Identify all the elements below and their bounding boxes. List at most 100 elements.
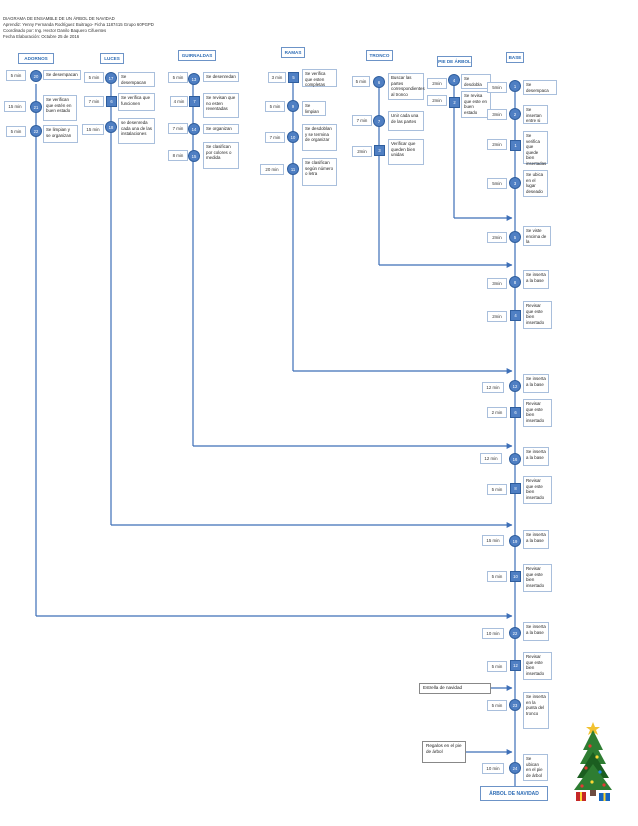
step-time: 2min (427, 78, 447, 89)
step-time: 7 min (84, 96, 104, 107)
step-task: Revisar que este bien insertado (523, 399, 552, 427)
step-task: Se inserta a la base (523, 530, 549, 549)
step-task: Se inserta a la base (523, 447, 549, 466)
column-title-adornos: ADORNOS (18, 53, 54, 64)
step-time: 5 min (6, 70, 26, 81)
step-time: 2 min (487, 407, 507, 418)
operation-node: 11 (287, 163, 299, 175)
operation-node: 15 (188, 150, 200, 162)
operation-node: 6 (373, 76, 385, 88)
operation-node: 10 (287, 131, 299, 143)
step-time: 7 min (168, 123, 188, 134)
step-time: 15 min (482, 535, 504, 546)
operation-node: 13 (188, 73, 200, 85)
header-title: DIAGRAMA DE ENSAMBLE DE UN ÁRBOL DE NAVI… (3, 16, 115, 21)
step-task: Se clasifican según número o letra (302, 158, 337, 186)
step-time: 5min (487, 82, 507, 93)
step-task: Se desempaca (523, 80, 557, 96)
column-title-luces: LUCES (100, 53, 124, 64)
operation-node: 12 (509, 380, 521, 392)
operation-node: 9 (287, 100, 299, 112)
step-task: Se clasifican por colores o medida (203, 142, 239, 169)
step-time: 7 min (265, 132, 285, 143)
inspection-node: 8 (510, 483, 521, 494)
inspection-node: 4 (510, 310, 521, 321)
step-time: 10 min (482, 628, 504, 639)
inspection-node: 5 (288, 72, 299, 83)
operation-node: 4 (448, 74, 460, 86)
step-time: 2min (427, 95, 447, 106)
step-time: 5min (487, 178, 507, 189)
step-time: 5 min (487, 484, 507, 495)
step-time: 2min (487, 232, 507, 243)
step-task: Se ubican en el pie de árbol (523, 754, 548, 781)
step-task: Se limpian y se organizan (43, 125, 78, 143)
step-task: se desenreda cada una de las instalacion… (118, 118, 155, 144)
step-task: Se desdoblan y se termina de organizar (302, 124, 337, 151)
step-time: 5 min (487, 571, 507, 582)
step-time: 3min (487, 278, 507, 289)
step-task: Se desenredan (203, 72, 239, 82)
step-time: 2min (487, 139, 507, 150)
step-time: 15 min (4, 101, 26, 112)
step-task: Verificar que queden bien unidas (388, 139, 424, 165)
step-task: Buscar las partes correspondientes al tr… (388, 73, 425, 100)
step-task: Se revisa que este en buen estado (461, 91, 491, 118)
step-time: 15 min (82, 124, 104, 135)
step-time: 5 min (84, 72, 104, 83)
operation-node: 2 (509, 108, 521, 120)
operation-node: 24 (509, 762, 521, 774)
step-time: 5 min (265, 101, 285, 112)
step-task: Se verifica que esten completas (302, 69, 337, 87)
operation-node: 5 (509, 231, 521, 243)
step-time: 5 min (352, 76, 370, 87)
inspection-node: 12 (510, 660, 521, 671)
column-title-tronco: TRONCO (366, 50, 393, 61)
step-task: Se insertan entre si (523, 105, 548, 124)
inspection-node: 7 (189, 96, 200, 107)
operation-node: 1 (509, 80, 521, 92)
operation-node: 20 (30, 70, 42, 82)
operation-node: 14 (188, 123, 200, 135)
step-task: Revisar que este bien insertado (523, 476, 552, 504)
inspection-node: 6 (510, 407, 521, 418)
step-time: 12 min (482, 382, 504, 393)
inspection-node: 10 (510, 571, 521, 582)
inspection-node: 1 (510, 140, 521, 151)
step-task: Revisar que este bien insertado (523, 301, 552, 329)
step-time: 5 min (487, 700, 507, 711)
step-time: 2min (352, 146, 372, 157)
column-title-base: BASE (506, 52, 524, 63)
step-time: 5 min (487, 661, 507, 672)
step-time: 12 min (480, 453, 502, 464)
christmas-tree-icon (574, 722, 612, 801)
operation-node: 17 (105, 72, 117, 84)
operation-node: 19 (509, 535, 521, 547)
step-time: 8 min (168, 150, 188, 161)
header-coordinator: Coordinado por: Ing. Hector Danilo Baque… (3, 28, 107, 33)
step-time: 7 min (352, 115, 372, 126)
step-time: 20 min (260, 164, 284, 175)
step-time: 4 min (170, 96, 188, 107)
operation-node: 8 (509, 276, 521, 288)
step-task: Se ubica en el lugar deseado (523, 170, 548, 197)
step-task: Se organizan (203, 124, 239, 134)
step-task: Revisar que este bien insertado (523, 652, 552, 680)
note-estrella: Estrella de navidad (419, 683, 491, 694)
note-regalos: Regalos en el pie de árbol (422, 741, 466, 763)
operation-node: 7 (373, 115, 385, 127)
header-date: Fecha Elaboración: Octubre 25 de 2016 (3, 34, 80, 39)
step-task: Se limpian (302, 101, 326, 117)
column-title-ramas: RAMAS (281, 47, 305, 58)
step-task: Se inserta a la base (523, 270, 549, 289)
operation-node: 23 (509, 699, 521, 711)
step-task: Se verifican que estén en buen estado (43, 95, 77, 121)
column-title-guirnaldas: GUIRNALDAS (178, 50, 216, 61)
step-task: Se viste encima de la (523, 226, 551, 246)
step-task: Se verifica que quede bien insertadas (523, 131, 548, 166)
step-task: Se desempacan (118, 72, 155, 88)
step-task: Se inserta a la base (523, 622, 549, 641)
step-time: 3 min (268, 72, 286, 83)
step-time: 10 min (482, 763, 504, 774)
step-time: 3min (487, 109, 507, 120)
